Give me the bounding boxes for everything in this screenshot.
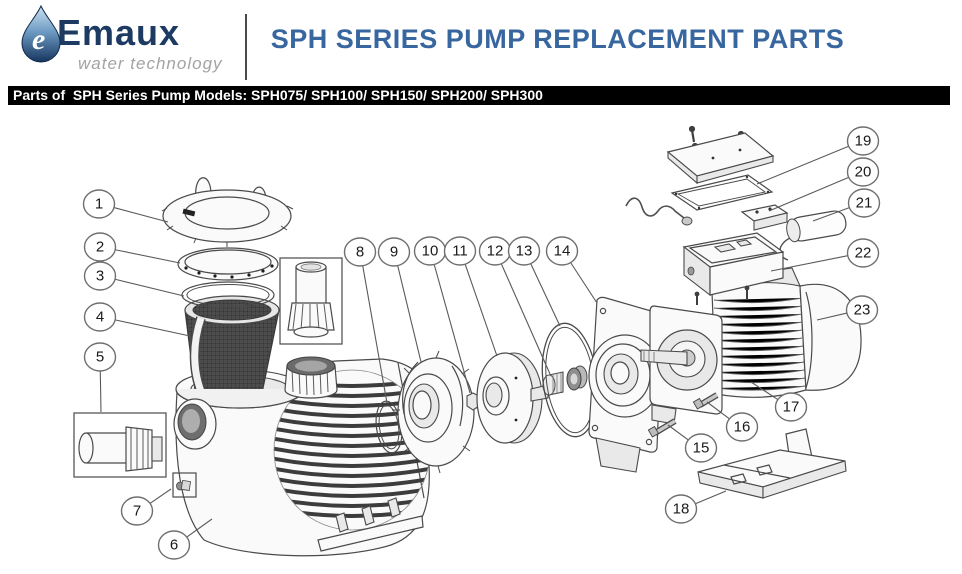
part-lid	[177, 247, 279, 281]
callout-11: 11	[443, 236, 498, 357]
callout-4: 4	[83, 302, 191, 337]
page-title: SPH SERIES PUMP REPLACEMENT PARTS	[270, 24, 845, 54]
part-diffuser	[392, 350, 480, 474]
part-union-boxed-top	[279, 257, 343, 345]
callout-21: 21	[812, 188, 881, 222]
part-motor-shaft	[640, 349, 688, 366]
callout-20: 20	[768, 157, 880, 212]
callout-9: 9	[377, 237, 422, 363]
part-bolt-16	[692, 392, 719, 410]
callout-2: 2	[83, 232, 181, 264]
svg-text:19: 19	[855, 133, 872, 150]
brand-tagline: water technology	[78, 54, 223, 73]
callout-17: 17	[750, 381, 808, 422]
callout-18: 18	[664, 490, 727, 524]
svg-text:1: 1	[95, 196, 103, 213]
cable-gland	[681, 216, 693, 226]
svg-text:23: 23	[854, 302, 871, 319]
part-motor-base	[697, 428, 847, 499]
svg-text:4: 4	[96, 309, 104, 326]
svg-text:11: 11	[452, 243, 468, 260]
callout-12: 12	[478, 236, 551, 375]
part-bolt-15	[647, 418, 677, 438]
callout-15: 15	[667, 424, 718, 463]
svg-text:e: e	[32, 23, 45, 56]
part-mechanical-seal	[542, 365, 588, 396]
part-terminal-box-cover	[666, 132, 775, 185]
svg-text:16: 16	[734, 419, 751, 436]
pump-inlet-port	[173, 398, 217, 450]
callout-10: 10	[413, 236, 471, 394]
svg-text:6: 6	[170, 537, 178, 554]
svg-text:13: 13	[516, 243, 533, 260]
part-union-boxed-left	[73, 412, 167, 478]
header-divider	[245, 14, 247, 80]
svg-text:21: 21	[856, 195, 873, 212]
emaux-droplet-logo-icon: e	[21, 5, 61, 63]
part-lock-ring	[161, 177, 294, 247]
part-terminal-box	[682, 232, 785, 305]
part-impeller	[476, 352, 549, 444]
svg-text:2: 2	[96, 239, 104, 256]
brand-name: Emaux	[57, 12, 181, 53]
svg-text:5: 5	[96, 349, 104, 366]
callout-7: 7	[120, 488, 172, 526]
svg-text:10: 10	[422, 243, 439, 260]
svg-text:8: 8	[356, 244, 364, 261]
svg-text:15: 15	[693, 440, 710, 457]
part-motor-end-cover	[799, 283, 862, 391]
svg-text:3: 3	[96, 268, 104, 285]
power-cable	[625, 197, 685, 219]
callout-23: 23	[816, 295, 879, 325]
callout-13: 13	[507, 236, 561, 327]
terminal-box-assembly	[625, 125, 847, 305]
svg-text:12: 12	[487, 243, 504, 260]
svg-text:18: 18	[673, 501, 690, 518]
svg-text:22: 22	[855, 245, 872, 262]
part-drain-plug	[172, 472, 197, 498]
pump-outlet-port	[284, 356, 338, 399]
callout-6: 6	[157, 518, 213, 560]
svg-text:17: 17	[783, 399, 800, 416]
callout-19: 19	[756, 126, 880, 185]
callout-5: 5	[83, 342, 117, 413]
model-list-bar: Parts of SPH Series Pump Models: SPH075/…	[8, 86, 950, 105]
svg-text:14: 14	[554, 243, 571, 260]
part-capacitor	[786, 210, 847, 243]
svg-text:7: 7	[133, 503, 141, 520]
part-terminal-block	[740, 204, 789, 231]
callout-22: 22	[770, 238, 880, 272]
part-cover-gasket	[670, 174, 774, 211]
svg-text:20: 20	[855, 164, 872, 181]
callout-14: 14	[545, 236, 598, 304]
callout-3: 3	[83, 261, 185, 297]
svg-text:9: 9	[390, 244, 398, 261]
callout-8: 8	[343, 237, 388, 404]
callout-16: 16	[706, 401, 759, 442]
part-motor	[640, 267, 862, 425]
callout-1: 1	[82, 189, 169, 223]
